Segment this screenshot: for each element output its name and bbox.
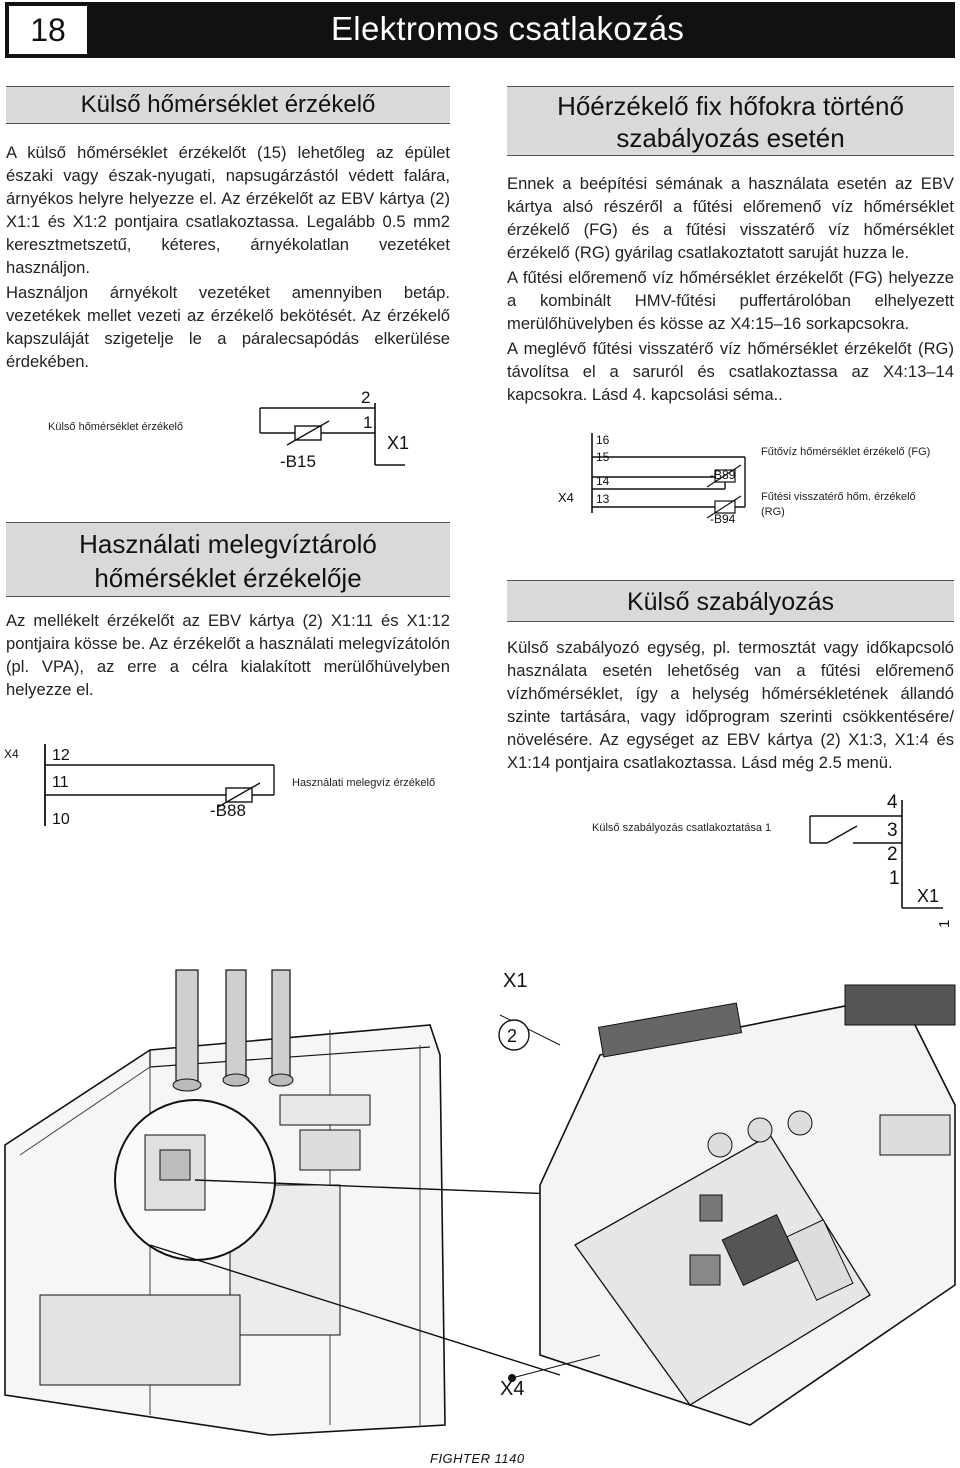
- section-title-line: szabályozás esetén: [616, 123, 845, 153]
- pin-label: 10: [52, 811, 70, 828]
- section-title-line: Hőérzékelő fix hőfokra történő: [557, 91, 904, 121]
- label-x4: X4: [500, 1378, 524, 1400]
- pin-label: 13: [596, 492, 610, 506]
- figure-caption: Külső hőmérséklet érzékelő: [48, 421, 184, 433]
- paragraph: Használjon árnyékolt vezetéket amennyibe…: [6, 283, 450, 371]
- paragraph: A külső hőmérséklet érzékelőt (15) lehet…: [6, 143, 450, 277]
- connector-label: X1: [387, 433, 409, 453]
- section-title-dhw-sensor: Használati melegvíztároló hőmérséklet ér…: [6, 522, 450, 597]
- component-label: -B94: [710, 512, 736, 525]
- pin-label: 15: [596, 450, 610, 464]
- connector-label: X4: [558, 490, 574, 505]
- connector-label: X4: [4, 747, 19, 761]
- pin-label: 12: [52, 747, 70, 764]
- paragraph: Ennek a beépítési sémának a használata e…: [507, 174, 954, 262]
- fixed-temp-wiring-diagram: X4 16 15 14 13 -B89 -B94: [558, 433, 746, 525]
- pin-label: 16: [596, 433, 610, 447]
- dhw-sensor-text: Az mellékelt érzékelőt az EBV kártya (2)…: [6, 609, 450, 703]
- component-label: -B88: [210, 801, 246, 820]
- dhw-sensor-wiring-diagram: X4 12 11 10 -B88: [4, 744, 275, 828]
- page-title: Elektromos csatlakozás: [331, 10, 685, 47]
- label-x1: X1: [503, 970, 527, 992]
- section-title-text: Külső hőmérséklet érzékelő: [80, 91, 376, 118]
- footer-model: FIGHTER 1140: [430, 1451, 525, 1466]
- paragraph: A meglévő fűtési visszatérő víz hőmérsék…: [507, 339, 954, 404]
- pin-label: 14: [596, 474, 610, 488]
- section-title-text: Külső szabályozás: [626, 588, 835, 616]
- pin-marker: 1: [936, 920, 953, 928]
- external-control-wiring-diagram: 4 3 2 1 X1 1: [809, 792, 953, 928]
- paragraph: A fűtési előremenő víz hőmérséklet érzék…: [507, 268, 954, 333]
- pin-label: 1: [889, 868, 900, 889]
- paragraph: Az mellékelt érzékelőt az EBV kártya (2)…: [6, 611, 450, 699]
- external-control-text: Külső szabályozó egység, pl. termosztát …: [507, 636, 954, 776]
- component-label: -B89: [710, 468, 736, 482]
- page-header: 18 Elektromos csatlakozás: [5, 2, 955, 58]
- figure-caption: Használati melegvíz érzékelő: [292, 777, 436, 789]
- caption-line: Fűtési visszatérő hőm. érzékelő: [761, 491, 916, 503]
- figure-caption: Fűtővíz hőmérséklet érzékelő (FG): [761, 446, 931, 458]
- pin-label: 2: [361, 388, 370, 407]
- page-number: 18: [8, 5, 88, 55]
- pin-label: 3: [887, 820, 898, 841]
- figure-caption: Külső szabályozás csatlakoztatása 1: [592, 822, 772, 834]
- component-label: -B15: [280, 452, 316, 471]
- outdoor-sensor-wiring-diagram: 2 1 X1 -B15: [259, 388, 409, 471]
- pin-label: 2: [887, 844, 898, 865]
- pin-label: 1: [363, 413, 372, 432]
- paragraph: Külső szabályozó egység, pl. termosztát …: [507, 638, 954, 772]
- section-title-line: Használati melegvíztároló: [79, 529, 377, 559]
- label-2: 2: [507, 1026, 517, 1046]
- fixed-temp-text: Ennek a beépítési sémának a használata e…: [507, 172, 954, 408]
- pin-label: 11: [52, 774, 69, 791]
- caption-line: (RG): [761, 506, 785, 518]
- outdoor-sensor-text: A külső hőmérséklet érzékelőt (15) lehet…: [6, 141, 450, 375]
- section-title-line: hőmérséklet érzékelője: [94, 563, 362, 593]
- connector-label: X1: [917, 886, 939, 906]
- section-title-external-control: Külső szabályozás: [507, 580, 954, 622]
- figure-caption: Fűtési visszatérő hőm. érzékelő (RG): [761, 490, 916, 520]
- section-title-outdoor-sensor: Külső hőmérséklet érzékelő: [6, 86, 450, 124]
- pin-label: 4: [887, 792, 898, 813]
- section-title-fixed-temp: Hőérzékelő fix hőfokra történő szabályoz…: [507, 86, 954, 156]
- control-board-illustration: X1 2 X4: [4, 969, 956, 1436]
